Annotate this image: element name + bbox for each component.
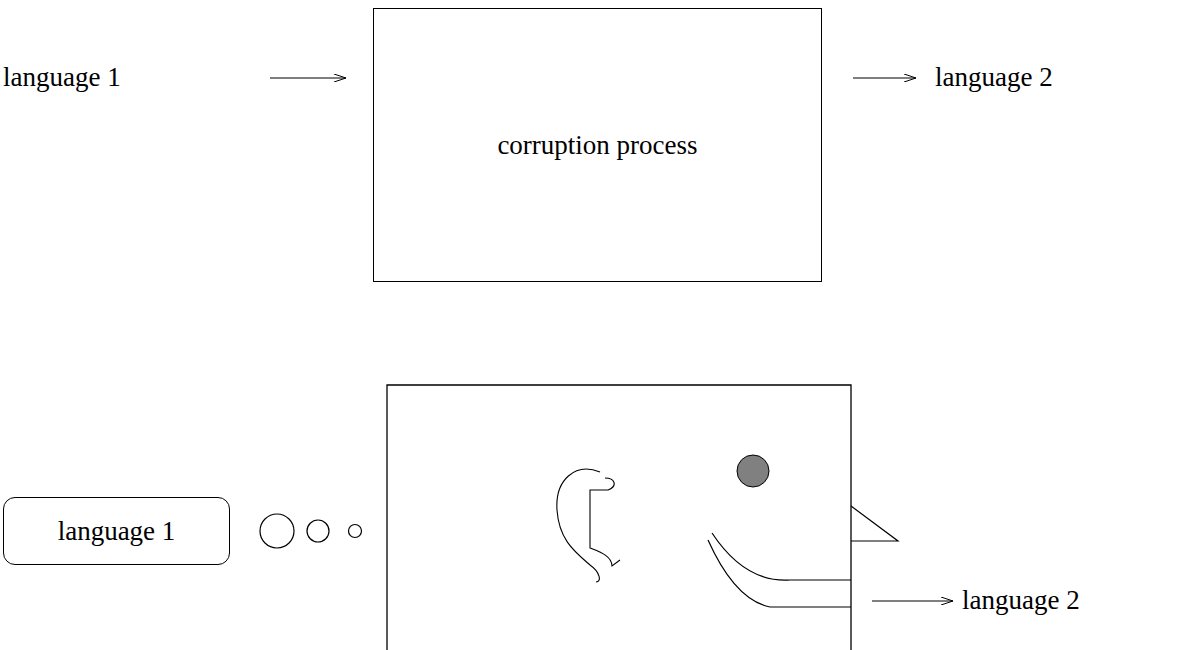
language-label: language 2 bbox=[935, 62, 1053, 93]
thought-bubble bbox=[349, 525, 362, 538]
mouth bbox=[712, 533, 851, 580]
nose bbox=[851, 506, 898, 541]
language-label: language 2 bbox=[962, 585, 1080, 616]
thought-bubble bbox=[260, 514, 294, 548]
thought-bubble bbox=[307, 520, 329, 542]
eye bbox=[737, 455, 769, 487]
speech-arrow bbox=[872, 600, 953, 601]
output-arrow bbox=[853, 77, 916, 78]
node-text: corruption process bbox=[497, 130, 697, 161]
thought-box: language 1 bbox=[3, 497, 230, 565]
ear bbox=[557, 469, 600, 582]
ear-inner bbox=[590, 478, 620, 566]
head-outline bbox=[387, 385, 851, 650]
node-text: language 1 bbox=[58, 516, 176, 547]
language-label: language 1 bbox=[3, 62, 121, 93]
mouth bbox=[708, 540, 851, 607]
process-box: corruption process bbox=[373, 8, 822, 282]
input-arrow bbox=[270, 77, 346, 78]
